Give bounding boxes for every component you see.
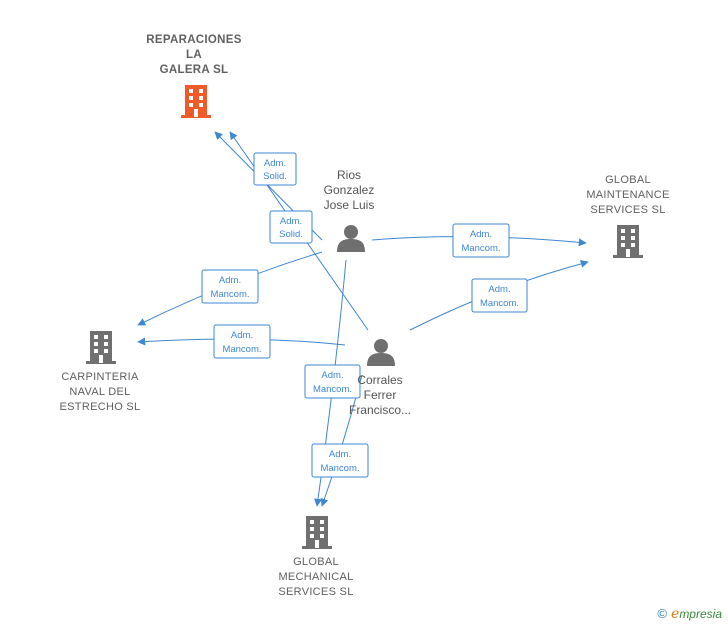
company-label-line: NAVAL DEL: [69, 386, 131, 398]
company-node-reparaciones[interactable]: [181, 85, 211, 118]
relation-label[interactable]: Adm. Solid.: [269, 210, 313, 244]
relation-label-line: Adm.: [470, 229, 492, 240]
relation-label-line: Adm.: [280, 216, 302, 227]
company-node-carpinteria[interactable]: [86, 331, 116, 364]
company-label-line: MECHANICAL: [278, 571, 354, 583]
company-label-line: LA: [186, 49, 202, 61]
relation-label[interactable]: Adm. Mancom.: [213, 324, 271, 359]
person-label-line: Francisco...: [348, 403, 411, 417]
building-icon: [613, 225, 643, 258]
person-label-corrales[interactable]: Corrales Ferrer Francisco...: [338, 373, 422, 418]
relation-label-line: Adm.: [321, 370, 343, 381]
relation-label-line: Mancom.: [210, 289, 249, 300]
relation-label[interactable]: Adm. Mancom.: [311, 443, 369, 478]
building-icon: [86, 331, 116, 364]
company-label-line: MAINTENANCE: [586, 189, 670, 201]
person-label-line: Jose Luis: [323, 198, 375, 212]
person-label-rios[interactable]: Rios Gonzalez Jose Luis: [308, 168, 390, 213]
relation-label[interactable]: Adm. Mancom.: [452, 223, 510, 258]
relation-labels: Adm. Solid. Adm. Solid. Adm. Mancom. Adm…: [201, 152, 528, 478]
relation-label-line: Adm.: [219, 275, 241, 286]
company-label-line: GLOBAL: [293, 556, 339, 568]
relation-label-line: Adm.: [264, 158, 286, 169]
person-label-line: Ferrer: [363, 388, 397, 402]
relation-label-line: Mancom.: [320, 463, 359, 474]
brand-logo-initial: e: [671, 606, 680, 622]
building-icon: [302, 516, 332, 549]
company-label-reparaciones[interactable]: REPARACIONES LA GALERA SL: [134, 33, 254, 78]
relation-label[interactable]: Adm. Mancom.: [201, 269, 259, 304]
company-label-global-mechanical[interactable]: GLOBAL MECHANICAL SERVICES SL: [260, 555, 372, 600]
company-label-global-maintenance[interactable]: GLOBAL MAINTENANCE SERVICES SL: [572, 173, 684, 218]
building-icon: [181, 85, 211, 118]
company-node-global-maintenance[interactable]: [613, 225, 643, 258]
relation-label-line: Mancom.: [461, 243, 500, 254]
brand-logo-text: mpresia: [679, 607, 722, 621]
relation-label[interactable]: Adm. Solid.: [253, 152, 297, 186]
relation-label-line: Mancom.: [480, 298, 519, 309]
company-label-line: GALERA SL: [159, 64, 229, 76]
company-label-line: SERVICES SL: [590, 204, 666, 216]
company-label-carpinteria[interactable]: CARPINTERIA NAVAL DEL ESTRECHO SL: [44, 370, 156, 415]
relation-label-line: Solid.: [279, 229, 303, 240]
relation-label-line: Adm.: [231, 330, 253, 341]
relation-label[interactable]: Adm. Mancom.: [471, 278, 528, 313]
person-label-line: Rios: [336, 168, 361, 182]
relation-label-line: Adm.: [329, 449, 351, 460]
relation-label-line: Solid.: [263, 171, 287, 182]
relation-label[interactable]: Adm. Mancom.: [304, 364, 361, 399]
company-node-global-mechanical[interactable]: [302, 516, 332, 549]
company-label-line: REPARACIONES: [146, 34, 242, 46]
company-label-line: SERVICES SL: [278, 586, 354, 598]
person-icon: [367, 339, 395, 366]
person-node-rios[interactable]: [337, 225, 365, 252]
person-label-line: Gonzalez: [323, 183, 375, 197]
company-label-line: ESTRECHO SL: [59, 401, 141, 413]
relation-label-line: Mancom.: [222, 344, 261, 355]
footer-brand[interactable]: ©empresia: [657, 606, 722, 622]
person-label-line: Corrales: [357, 373, 403, 387]
company-label-line: GLOBAL: [605, 174, 651, 186]
person-node-corrales[interactable]: [367, 339, 395, 366]
relation-label-line: Adm.: [488, 284, 510, 295]
relation-label-line: Mancom.: [313, 384, 352, 395]
company-label-line: CARPINTERIA: [61, 371, 139, 383]
copyright-icon: ©: [657, 606, 668, 621]
person-icon: [337, 225, 365, 252]
